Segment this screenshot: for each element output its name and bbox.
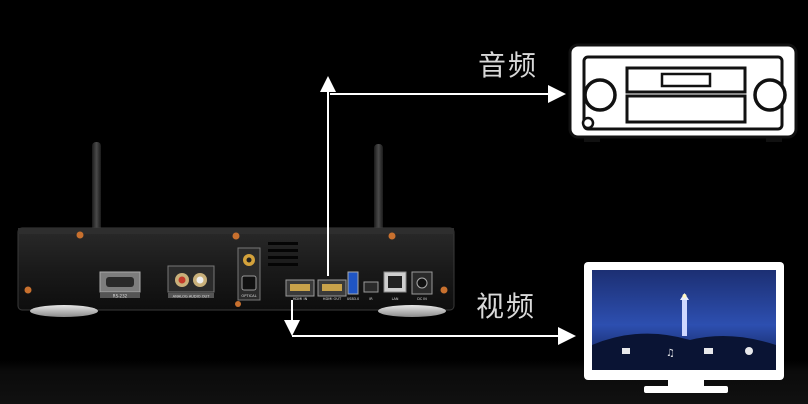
optical-label: OPTICAL: [241, 294, 256, 298]
ir-port: IR: [363, 281, 379, 301]
receiver-icon: [568, 43, 798, 142]
dc-in-label: DC IN: [417, 297, 427, 301]
ir-label: IR: [369, 297, 373, 301]
lan-port: LAN: [383, 271, 407, 301]
hdmi-in-label: HDMI IN: [293, 297, 308, 301]
media-player-device: RS-232 ANALOG AUDIO OUT OPTICAL: [17, 227, 455, 317]
antenna-right-icon: [374, 144, 383, 254]
analog-audio-port: ANALOG AUDIO OUT: [167, 265, 215, 299]
lan-label: LAN: [392, 297, 399, 301]
svg-text:♫: ♫: [666, 348, 675, 359]
vent-slots: [268, 242, 298, 266]
audio-arrow: [320, 76, 566, 276]
optical-port: OPTICAL: [237, 247, 261, 301]
video-label: 视频: [476, 290, 537, 323]
foot-right: [378, 305, 446, 317]
screws: [24, 231, 448, 307]
audio-label: 音频: [478, 49, 539, 82]
hdmi-out-label: HDMI OUT: [323, 297, 342, 301]
video-arrow: [284, 300, 576, 345]
dc-in-port: DC IN: [411, 271, 433, 301]
usb-label: USB3.0: [347, 297, 359, 301]
tv-icon: ♫: [584, 262, 784, 393]
rs232-label: RS-232: [113, 294, 128, 299]
usb3-port: USB3.0: [347, 271, 359, 301]
rs232-port: RS-232: [99, 271, 141, 299]
foot-left: [30, 305, 98, 317]
analog-audio-label: ANALOG AUDIO OUT: [173, 295, 211, 299]
hdmi-in-port: HDMI IN: [285, 279, 315, 301]
hdmi-out-port: HDMI OUT: [317, 279, 347, 301]
